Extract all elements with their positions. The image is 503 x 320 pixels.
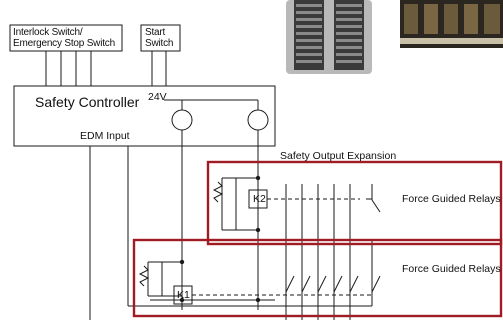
edm-input-label: EDM Input [80, 130, 130, 142]
start-switch-label-line2: Switch [145, 38, 174, 49]
relay-group-bottom-frame [132, 238, 503, 318]
start-switch-label-line1: Start [145, 27, 166, 38]
start-switch-box [140, 24, 181, 52]
force-guided-relays-top-label: Force Guided Relays [402, 193, 501, 205]
interlock-switch-label-line1: Interlock Switch/ [13, 27, 83, 38]
safety-controller-label: Safety Controller [35, 94, 140, 110]
safety-output-expansion-label: Safety Output Expansion [280, 150, 397, 162]
interlock-switch-label-line2: Emergency Stop Switch [13, 38, 115, 49]
interlock-switch-box [9, 24, 123, 52]
relay-k2-label: K2 [253, 193, 266, 205]
force-guided-relays-bottom-label: Force Guided Relays [402, 263, 501, 275]
safety-controller-box [13, 85, 276, 147]
relay-group-top-frame [206, 160, 503, 246]
voltage-label: 24V [148, 91, 167, 103]
product-photo [286, 0, 503, 74]
relay-k1-label: K1 [177, 289, 190, 301]
